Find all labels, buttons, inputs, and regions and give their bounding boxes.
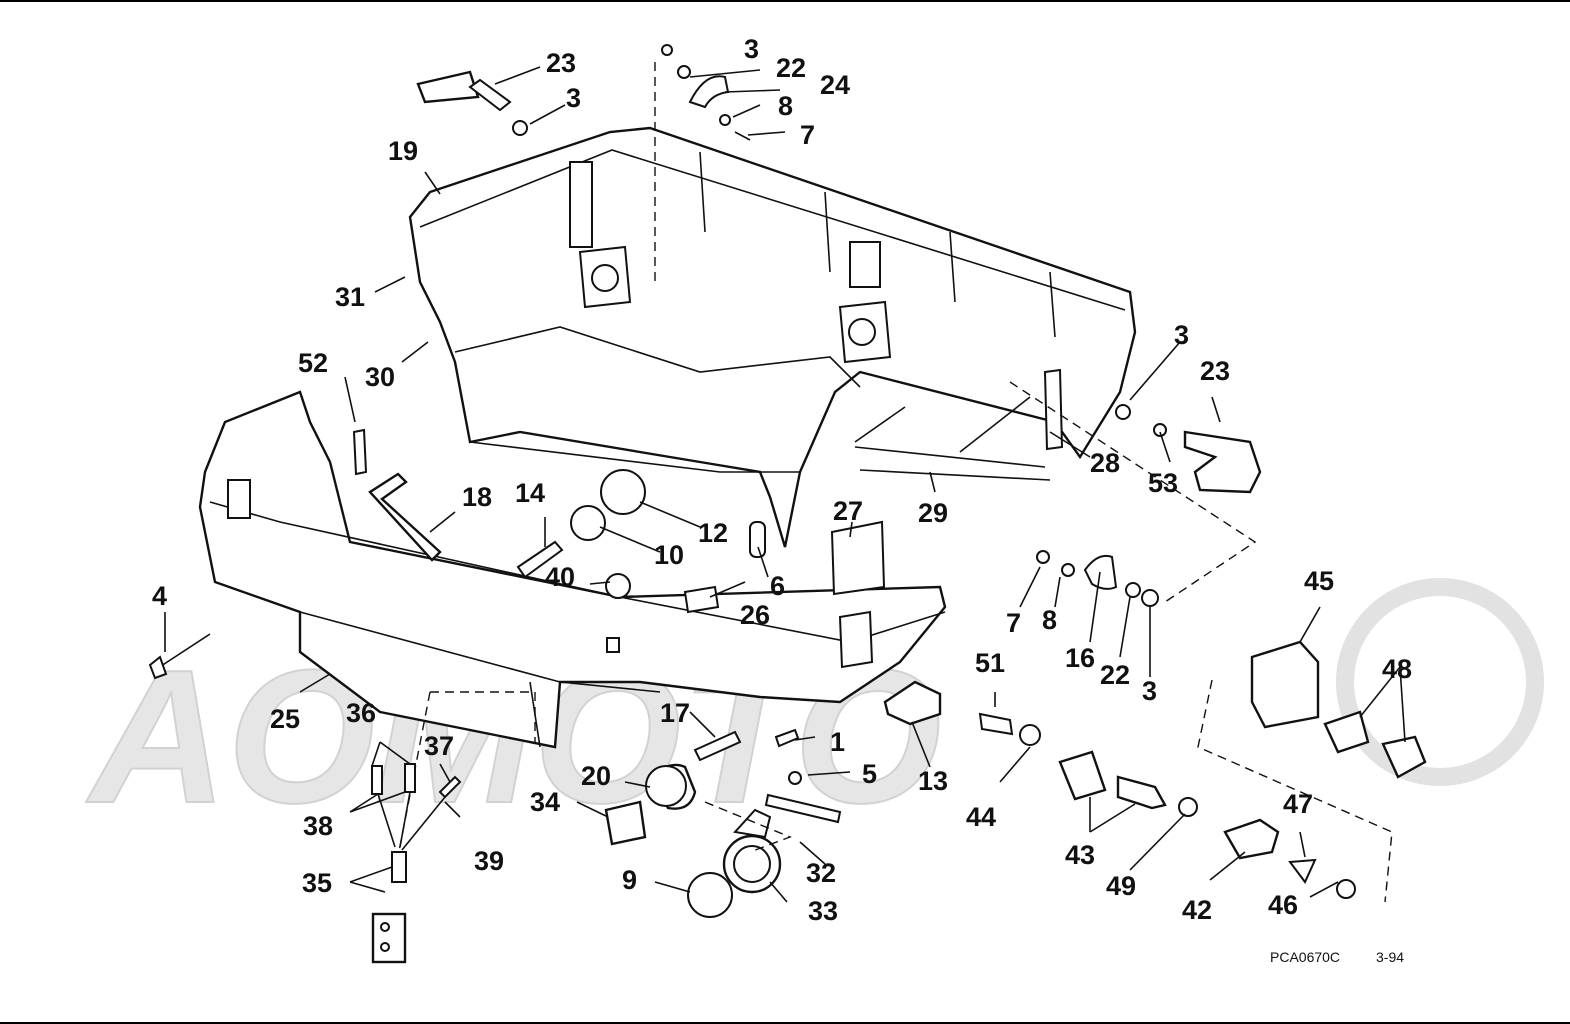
callout: 26 [740, 600, 770, 630]
callout-labels: 23 3 3 22 24 8 7 19 31 30 52 18 14 12 10… [152, 34, 1412, 926]
callout: 48 [1382, 654, 1412, 684]
middle-parts [604, 680, 942, 918]
callout: 32 [806, 858, 836, 888]
callout: 10 [654, 540, 684, 570]
upper-cowl [408, 126, 1137, 548]
callout: 29 [918, 498, 948, 528]
callout: 42 [1182, 895, 1212, 925]
callout: 8 [1042, 605, 1057, 635]
figure-date: 3-94 [1376, 949, 1404, 965]
callout: 37 [424, 731, 454, 761]
callout: 19 [388, 136, 418, 166]
callout: 22 [776, 53, 806, 83]
callout: 3 [744, 34, 759, 64]
callout: 7 [800, 120, 815, 150]
callout: 7 [1006, 608, 1021, 638]
callout: 23 [546, 48, 576, 78]
callout: 3 [566, 83, 581, 113]
cowl-small-parts [148, 428, 886, 680]
callout: 43 [1065, 840, 1095, 870]
callout: 49 [1106, 871, 1136, 901]
handle-23-right [1115, 404, 1262, 494]
callout: 46 [1268, 890, 1298, 920]
callout: 5 [862, 759, 877, 789]
callout: 34 [530, 787, 560, 817]
leader-lines [164, 66, 1406, 903]
watermark-wheel [1336, 578, 1544, 786]
callout: 53 [1148, 468, 1178, 498]
callout: 23 [1200, 356, 1230, 386]
callout: 25 [270, 704, 300, 734]
callout: 47 [1283, 789, 1313, 819]
callout: 30 [365, 362, 395, 392]
callout: 17 [660, 698, 690, 728]
callout: 44 [966, 802, 996, 832]
callout: 1 [830, 727, 845, 757]
callout: 40 [545, 562, 575, 592]
callout: 3 [1142, 676, 1157, 706]
callout: 31 [335, 282, 365, 312]
fuel-fittings [978, 640, 1427, 903]
callout: 36 [346, 698, 376, 728]
callout: 13 [918, 766, 948, 796]
callout: 3 [1174, 320, 1189, 350]
callout: 14 [515, 478, 545, 508]
callout: 52 [298, 348, 328, 378]
callout: 4 [152, 581, 167, 611]
callout: 18 [462, 482, 492, 512]
top-hardware [661, 44, 751, 141]
right-hardware [1036, 550, 1159, 607]
callout: 39 [474, 846, 504, 876]
callout: 38 [303, 811, 333, 841]
handle-23-left [416, 70, 528, 136]
callout: 28 [1090, 448, 1120, 478]
callout: 24 [820, 70, 850, 100]
callout: 51 [975, 648, 1005, 678]
callout: 33 [808, 896, 838, 926]
callout: 35 [302, 868, 332, 898]
callout: 22 [1100, 660, 1130, 690]
callout: 12 [698, 518, 728, 548]
callout: 9 [622, 865, 637, 895]
callout: 20 [581, 761, 611, 791]
figure-code: PCA0670C [1270, 949, 1340, 965]
callout: 16 [1065, 643, 1095, 673]
callout: 8 [778, 91, 793, 121]
callout: 45 [1304, 566, 1334, 596]
callout: 27 [833, 496, 863, 526]
callout: 6 [770, 571, 785, 601]
